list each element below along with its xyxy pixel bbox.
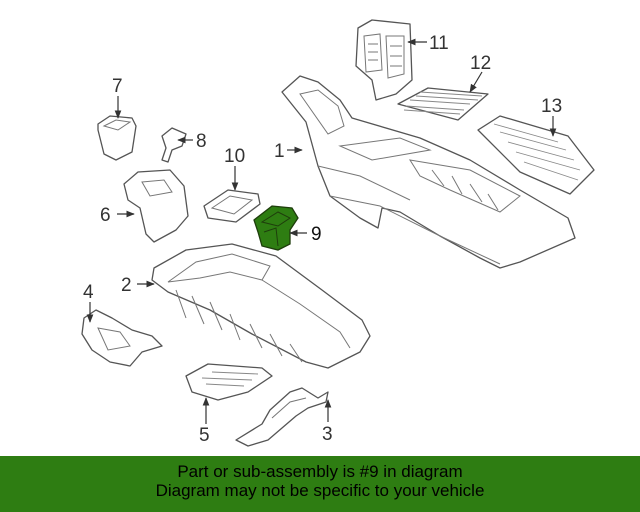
callout-9[interactable]: 9 [311, 224, 322, 245]
part-2-console-body [151, 243, 371, 369]
part-10-pad [203, 189, 261, 223]
info-banner: Part or sub-assembly is #9 in diagram Di… [0, 456, 640, 512]
callout-3: 3 [322, 424, 333, 445]
banner-line-1: Part or sub-assembly is #9 in diagram [177, 462, 463, 481]
exploded-parts-diagram: 11 12 13 7 8 10 1 6 9 2 4 5 3 [81, 19, 595, 447]
part-3-bracket [235, 387, 329, 447]
part-8-clip [161, 127, 187, 163]
callout-7: 7 [112, 76, 123, 97]
callout-11: 11 [429, 33, 449, 54]
callout-13: 13 [541, 96, 562, 117]
part-4-bracket [81, 309, 163, 367]
callout-2: 2 [121, 275, 132, 296]
part-12-tray-mat [397, 87, 489, 121]
part-5-tray [185, 363, 273, 401]
part-11-rear-vent [355, 19, 413, 101]
part-9-highlighted-insert[interactable] [253, 205, 299, 251]
part-7-cup-insert [97, 115, 137, 161]
callout-4: 4 [83, 282, 94, 303]
part-1-floor-console [281, 75, 576, 269]
part-13-console-mat [477, 115, 595, 195]
callout-6: 6 [100, 205, 111, 226]
callout-10: 10 [224, 146, 245, 167]
banner-line-2: Diagram may not be specific to your vehi… [155, 481, 485, 500]
callout-5: 5 [199, 425, 210, 446]
callout-12: 12 [470, 53, 491, 74]
callout-8: 8 [196, 131, 207, 152]
part-6-bracket [123, 169, 189, 243]
callout-labels: 11 12 13 7 8 10 1 6 9 2 4 5 3 [83, 33, 562, 446]
leader-lines [86, 38, 557, 424]
callout-1: 1 [274, 141, 285, 162]
